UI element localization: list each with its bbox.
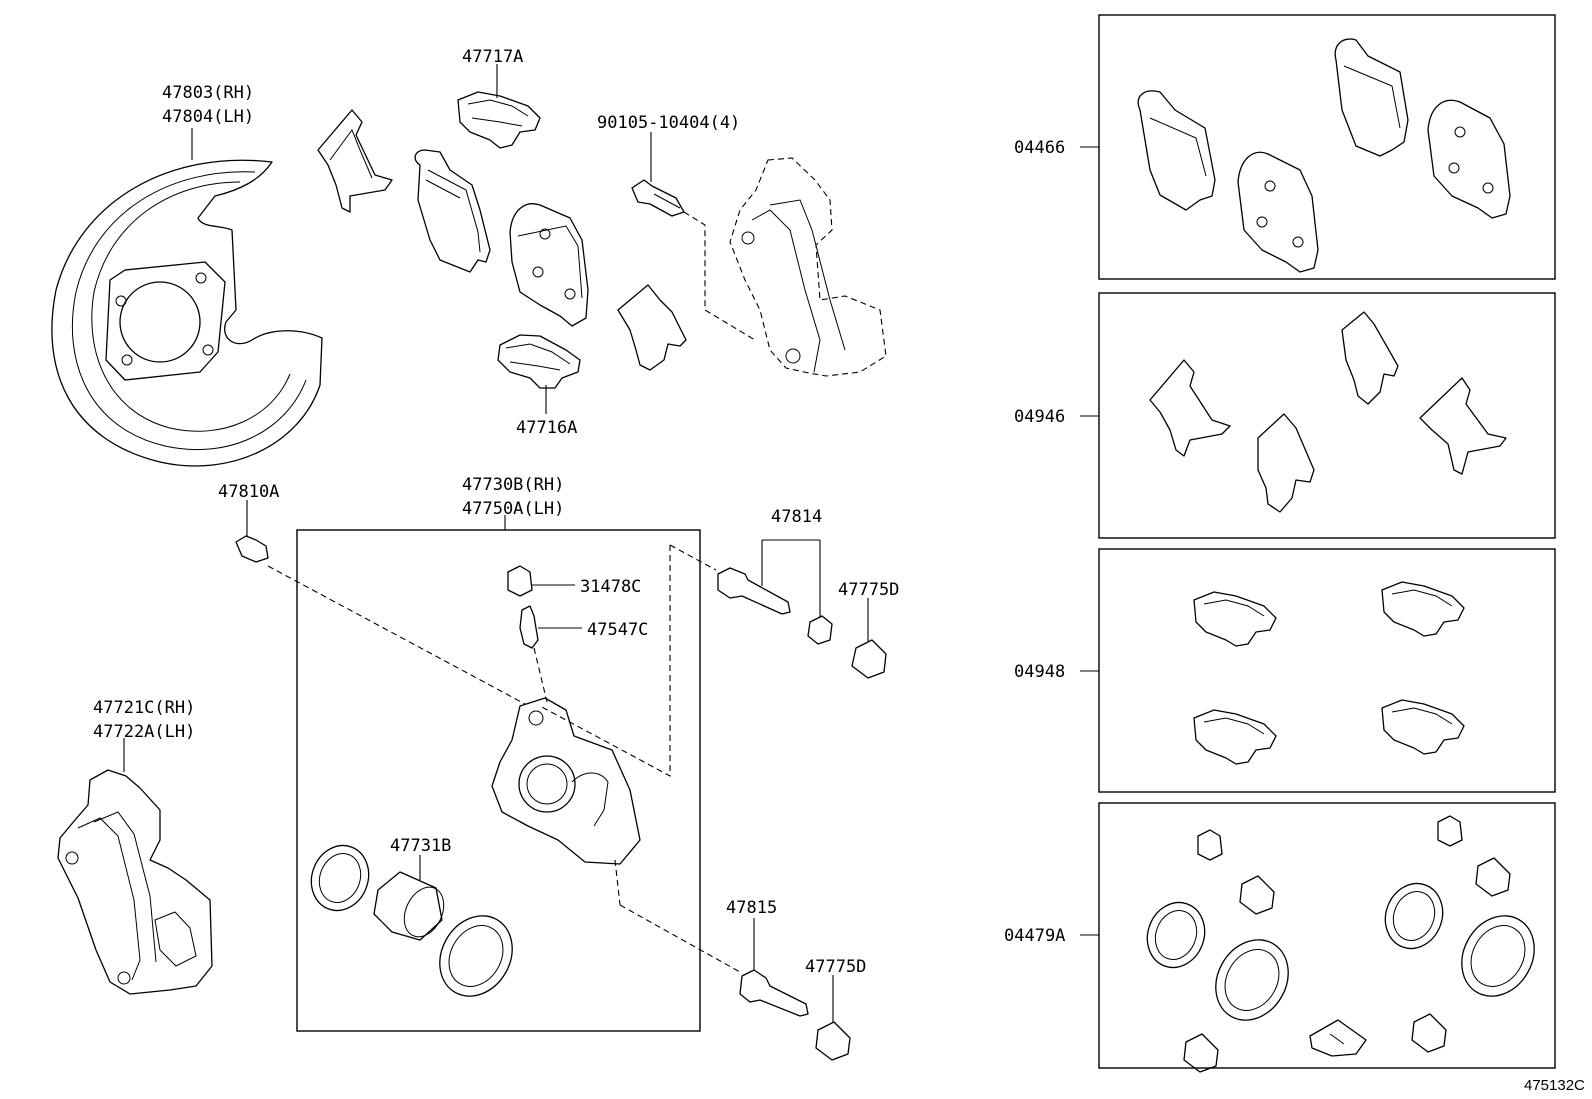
- slide-pin-label: 47815: [726, 898, 777, 918]
- cylinder-kit-parts: [1146, 815, 1535, 1073]
- bleeder-plug: [519, 605, 582, 703]
- cylinder-kit-box: [1098, 802, 1556, 1069]
- caliper-body: [491, 697, 741, 973]
- backing-plate-rh-label: 47803(RH): [162, 83, 254, 103]
- caliper-lh-label: 47750A(LH): [462, 499, 564, 519]
- pad-kit-label: 04466: [1014, 138, 1065, 158]
- boot-upper-label: 47775D: [838, 580, 899, 600]
- fitting-kit-springs: [1193, 581, 1465, 765]
- pad-kit-box: [1098, 14, 1556, 280]
- piston-label: 47731B: [390, 836, 451, 856]
- anti-rattle-spring-lower: [497, 334, 581, 414]
- shim-kit-shims: [1149, 311, 1507, 513]
- cylinder-kit-label: 04479A: [1004, 926, 1065, 946]
- anti-squeal-shim: [317, 109, 393, 213]
- caliper-mounting: [57, 738, 213, 995]
- slide-pin-upper: [717, 539, 821, 618]
- bleeder-plug-label: 47547C: [587, 620, 648, 640]
- bleeder-bolt: [235, 500, 269, 563]
- bleeder-bolt-label: 47810A: [218, 482, 279, 502]
- mounting-rh-label: 47721C(RH): [93, 698, 195, 718]
- pad-kit-pads: [1137, 38, 1511, 273]
- bleeder-cap: [507, 565, 575, 597]
- fitting-kit-label: 04948: [1014, 662, 1065, 682]
- boot-lower-label: 47775D: [805, 957, 866, 977]
- backing-plate-lh-label: 47804(LH): [162, 107, 254, 127]
- slide-pin-set-label: 47814: [771, 507, 822, 527]
- piston: [373, 855, 445, 941]
- shim-upper-label: 47717A: [462, 47, 523, 67]
- slide-pin-bush: [807, 615, 833, 645]
- shim-kit-box: [1098, 292, 1556, 539]
- backing-plate: [51, 128, 323, 467]
- dust-boot-lower: [815, 975, 851, 1061]
- slide-pin-lower: [739, 918, 809, 1017]
- diagram-reference-number: 475132C: [1524, 1077, 1585, 1094]
- mounting-bolt: [631, 132, 685, 217]
- anti-rattle-spring-upper: [457, 64, 541, 149]
- dust-boot-upper: [851, 598, 887, 679]
- caliper-assembly-box: [296, 529, 701, 1032]
- mounting-lh-label: 47722A(LH): [93, 722, 195, 742]
- bolt-label: 90105-10404(4): [597, 113, 740, 133]
- anti-squeal-shim-middle: [617, 284, 687, 371]
- caliper-rh-label: 47730B(RH): [462, 475, 564, 495]
- mounting-ghost: [729, 157, 887, 377]
- cylinder-boot: [439, 915, 513, 997]
- fitting-kit-box: [1098, 548, 1556, 793]
- piston-seal: [310, 844, 370, 912]
- cap-label: 31478C: [580, 577, 641, 597]
- brake-pad-outer: [414, 149, 491, 273]
- shim-kit-label: 04946: [1014, 407, 1065, 427]
- shim-lower-label: 47716A: [516, 418, 577, 438]
- brake-pad-inner: [509, 203, 589, 327]
